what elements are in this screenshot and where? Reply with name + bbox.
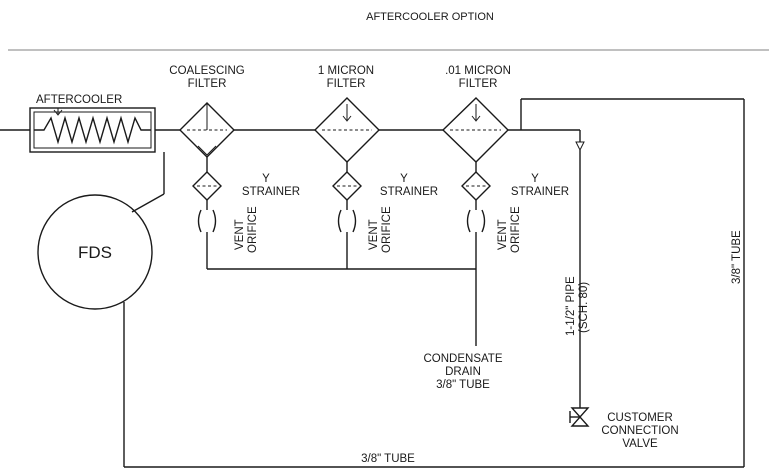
coalescing-filter-label-1: COALESCING (169, 65, 244, 77)
one-micron-filter (314, 97, 380, 163)
vent-orifice-2-right (352, 209, 357, 233)
fds-label: FDS (78, 243, 112, 262)
coalescing-filter-bowl (197, 145, 217, 156)
coalescing-filter-label-2: FILTER (188, 78, 227, 90)
coalescing-filter (179, 102, 235, 158)
condensate-label-2: DRAIN (445, 366, 481, 378)
aftercooler-outer-box (29, 107, 156, 153)
y-strainer-1-label-1: Y (262, 173, 270, 185)
customer-valve-label-2: CONNECTION (601, 425, 678, 437)
outlet-flow-arrow-icon (575, 141, 585, 152)
aftercooler-unit (29, 107, 156, 153)
vent-orifice-2-label-1: VENT (368, 219, 380, 250)
customer-connection-valve (569, 407, 590, 427)
y-strainer-3-label-2: STRAINER (511, 186, 569, 198)
vent-orifice-1-label-1: VENT (234, 219, 246, 250)
vent-orifice-1-label-2: ORIFICE (247, 206, 259, 253)
fds-feed-diagonal (131, 193, 165, 213)
point-01-micron-filter-label-1: .01 MICRON (445, 65, 511, 77)
condensate-label-1: CONDENSATE (423, 353, 502, 365)
vent-orifice-2-label-2: ORIFICE (381, 206, 393, 253)
one-micron-filter-arrow-icon (342, 104, 352, 122)
y-strainer-3 (461, 171, 491, 201)
aftercooler-coil (34, 115, 151, 145)
vent-orifice-1 (197, 209, 217, 233)
vent-orifice-2 (337, 209, 357, 233)
vent-orifice-2-left (337, 209, 342, 233)
aftercooler-label: AFTERCOOLER (36, 94, 122, 106)
customer-valve-label-3: VALVE (622, 438, 658, 450)
point-01-micron-filter-label-2: FILTER (459, 78, 498, 90)
y-strainer-2-label-2: STRAINER (380, 186, 438, 198)
condensate-label-3: 3/8" TUBE (436, 379, 490, 391)
diagram-title: AFTERCOOLER OPTION (366, 11, 494, 23)
vent-orifice-3 (466, 209, 486, 233)
pipe-label-2: (SCH. 80) (578, 282, 590, 333)
vent-orifice-1-left (197, 209, 202, 233)
one-micron-filter-label-1: 1 MICRON (318, 65, 374, 77)
tube-bottom-label: 3/8" TUBE (361, 453, 415, 465)
point-01-micron-filter (441, 97, 509, 163)
y-strainer-2-label-1: Y (400, 173, 408, 185)
vent-orifice-3-left (466, 209, 471, 233)
valve-top-triangle (570, 407, 590, 419)
one-micron-filter-label-2: FILTER (327, 78, 366, 90)
point-01-micron-filter-arrow-icon (471, 104, 481, 122)
y-strainer-1-label-2: STRAINER (242, 186, 300, 198)
customer-valve-label-1: CUSTOMER (607, 412, 673, 424)
pipe-label-1: 1-1/2" PIPE (565, 276, 577, 336)
vent-orifice-3-label-2: ORIFICE (510, 206, 522, 253)
aftercooler-fan-icon (53, 108, 63, 116)
y-strainer-2 (332, 171, 362, 201)
vent-orifice-3-label-1: VENT (497, 219, 509, 250)
tube-right-label: 3/8" TUBE (731, 230, 743, 284)
vent-orifice-1-right (212, 209, 217, 233)
y-strainer-3-label-1: Y (531, 173, 539, 185)
fds-circle (37, 194, 153, 310)
y-strainer-1 (192, 171, 222, 201)
valve-bottom-triangle (570, 415, 590, 427)
vent-orifice-3-right (481, 209, 486, 233)
